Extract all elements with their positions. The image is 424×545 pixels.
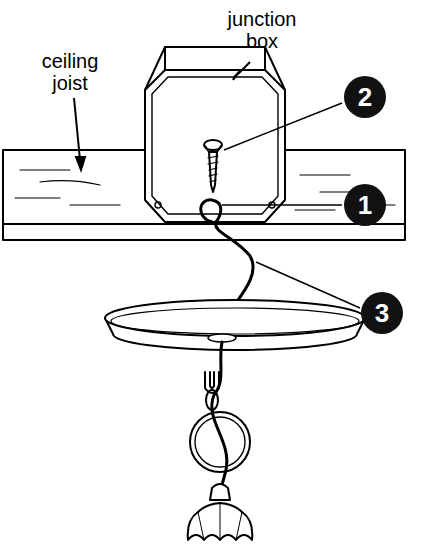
joist-edge: [3, 223, 405, 225]
arrowhead: [233, 70, 241, 80]
part-label: ceiling joist: [42, 50, 99, 94]
screw: [204, 140, 222, 192]
leader-line: [222, 204, 342, 206]
callout-number: 1: [358, 190, 372, 221]
leader-line: [256, 262, 360, 308]
callout-circle: 1: [343, 183, 387, 227]
arrowhead: [76, 157, 85, 170]
callout-number: 2: [358, 82, 372, 113]
callout-circle: 2: [343, 75, 387, 119]
box-hole: [155, 202, 161, 208]
callout-disc: [361, 292, 403, 334]
ring: [195, 417, 245, 467]
junction-box-inner: [152, 77, 278, 214]
callout-disc: [344, 76, 386, 118]
ring: [190, 412, 250, 472]
wire: [212, 342, 227, 485]
pointer-arrow: [74, 98, 80, 160]
lamp-shade: [188, 503, 253, 540]
part-label: junction box: [228, 8, 297, 52]
socket: [210, 484, 230, 500]
canopy-rim: [105, 300, 365, 336]
callout-disc: [344, 184, 386, 226]
leader-line: [224, 103, 342, 150]
lamp-shade: [198, 503, 242, 540]
canopy-rim: [111, 308, 359, 334]
callout-circle: 3: [360, 291, 404, 335]
callout-number: 3: [375, 298, 389, 329]
